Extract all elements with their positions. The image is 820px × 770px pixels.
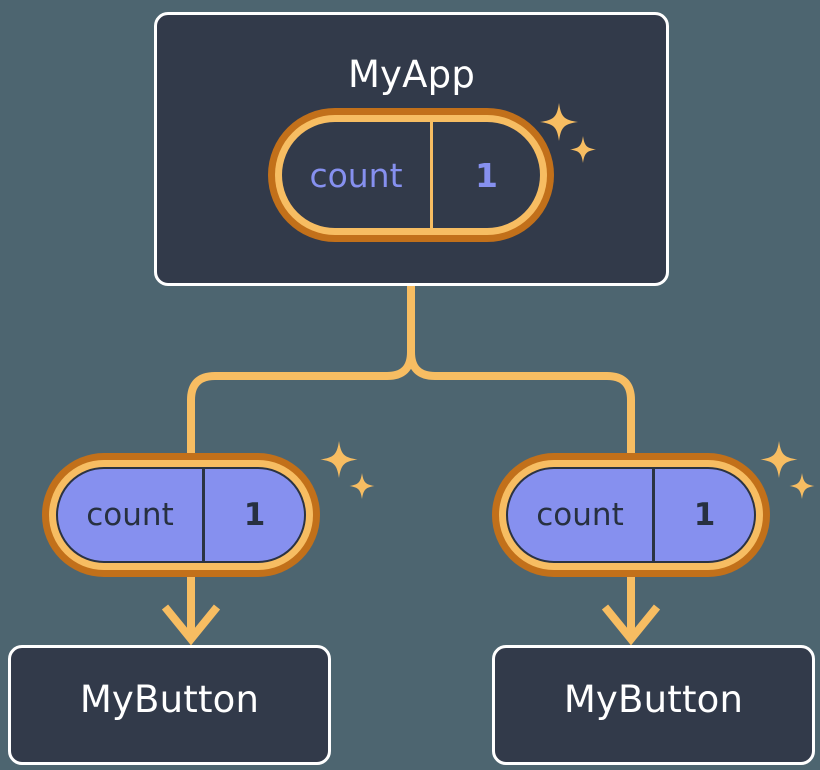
state-pill-right-value: 1	[652, 469, 754, 561]
state-pill-right-body: count 1	[506, 467, 756, 563]
arrow-down-icon-left	[161, 604, 221, 646]
state-pill-left-value: 1	[202, 469, 304, 561]
state-pill-root-ring: count 1	[275, 115, 547, 235]
state-pill-left[interactable]: count 1	[42, 453, 320, 577]
state-pill-right[interactable]: count 1	[492, 453, 770, 577]
node-myapp-label: MyApp	[347, 53, 476, 96]
edge-myapp-to-children	[187, 282, 415, 457]
state-pill-left-ring: count 1	[49, 460, 313, 570]
state-pill-root[interactable]: count 1	[268, 108, 554, 242]
state-pill-root-key: count	[309, 155, 403, 195]
node-mybutton-left-label: MyButton	[79, 678, 260, 721]
node-mybutton-right-label: MyButton	[563, 678, 744, 721]
state-pill-right-ring: count 1	[499, 460, 763, 570]
state-pill-left-key: count	[86, 497, 174, 533]
state-pill-root-value: 1	[430, 122, 540, 228]
node-mybutton-right[interactable]: MyButton	[492, 645, 815, 765]
arrow-down-icon-right	[601, 604, 661, 646]
edge-myapp-to-children-right	[407, 348, 635, 457]
node-mybutton-left[interactable]: MyButton	[8, 645, 331, 765]
state-pill-root-body: count 1	[282, 122, 540, 228]
state-pill-right-key: count	[536, 497, 624, 533]
state-pill-left-body: count 1	[56, 467, 306, 563]
sparkles-icon-left	[320, 441, 375, 499]
